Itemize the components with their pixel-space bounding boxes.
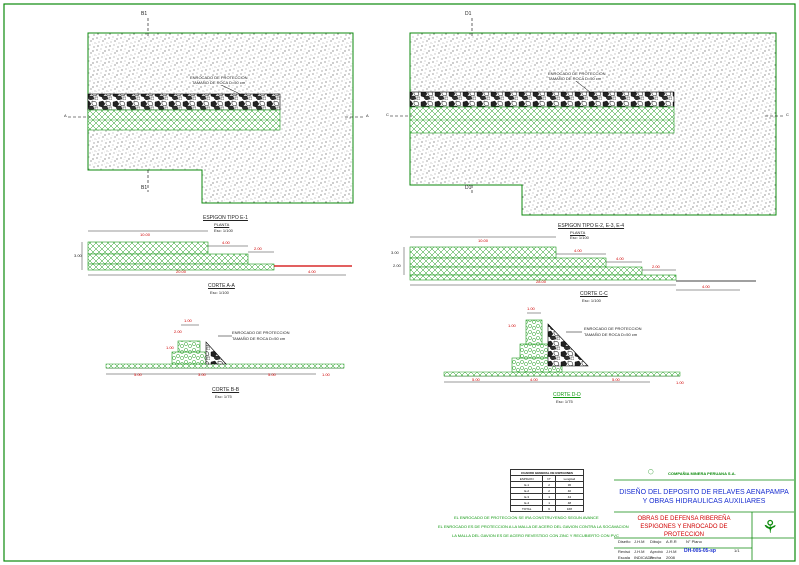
left-elevation-dim-4: 20.00	[176, 269, 187, 274]
left-section-callout-1: ENROCADO DE PROTECCION	[232, 330, 290, 335]
right-plan-callout-2: TAMAÑO DE ROCA D=50 cm	[548, 76, 602, 81]
title-value-6: 2008	[666, 555, 675, 560]
title-label-2: Dibujo	[650, 539, 662, 544]
right-elevation-height-2: 2.00	[393, 263, 401, 268]
note-2: EL ENROCADO ES DE PROTECCION A LA MALLA …	[438, 524, 629, 529]
left-elevation-dim-5: 4.00	[308, 269, 316, 274]
left-plan-rock-band	[87, 93, 281, 111]
right-elevation	[403, 236, 756, 291]
left-section-callout-2: TAMAÑO DE ROCA D=50 cm	[232, 336, 286, 341]
company-name: COMPAÑIA MINERA PERUANA S.A.	[668, 471, 736, 476]
left-section-base-dim-3: 5.00	[268, 372, 276, 377]
left-plan-mark-bottom: B1	[141, 185, 148, 191]
table-cell: 168	[554, 505, 585, 512]
left-elevation-dim-2: 4.00	[222, 240, 230, 245]
right-elevation-dim-2: 4.00	[574, 248, 582, 253]
left-plan-mark-top: B1	[141, 11, 148, 17]
right-elevation-dim-3: 4.00	[616, 256, 624, 261]
note-3: LA MALLA DEL GAVION ES DE ACERO REVESTID…	[452, 533, 619, 538]
title-value-3: J.H.M	[634, 549, 645, 554]
title-label-3: Revisó	[618, 549, 631, 554]
left-section-end-dim: 1.00	[322, 372, 330, 377]
left-section-top-dim: 1.00	[184, 318, 192, 323]
left-elevation-subtitle: PLANTA	[214, 222, 230, 227]
left-elevation-cut-scale: Esc: 1/100	[210, 290, 229, 295]
company-seal-icon: ⚘	[762, 517, 779, 537]
right-section-base-dim-2: 4.00	[530, 377, 538, 382]
right-section-cut-title: CORTE D-D	[553, 392, 581, 398]
left-elevation-cut-title: CORTE A-A	[208, 283, 235, 289]
title-block-lines	[614, 479, 794, 560]
title-label-4: Aprobó	[650, 549, 663, 554]
right-elevation-subtitle: PLANTA	[570, 230, 586, 235]
table-row: TOTAL 6 168	[509, 505, 585, 512]
project-title: DISEÑO DEL DEPOSITO DE RELAVES AENAPAMPA…	[619, 489, 789, 506]
right-elevation-cut-scale: Esc: 1/100	[582, 298, 601, 303]
left-elevation-dim-1: 10.00	[140, 232, 151, 237]
right-section-end-dim: 1.00	[676, 380, 684, 385]
right-elevation-scale: Esc: 1/100	[570, 235, 589, 240]
right-section-base-dim-1: 5.00	[472, 377, 480, 382]
right-section-side-dim: 1.00	[508, 323, 516, 328]
left-elevation-dim-3: 2.00	[254, 246, 262, 251]
right-elevation-title: ESPIGON TIPO E-2, E-3, E-4	[558, 223, 625, 229]
right-elevation-dim-6: 4.00	[702, 284, 710, 289]
left-section-cut-scale: Esc: 1/75	[215, 394, 232, 399]
right-elevation-height-1: 3.00	[391, 250, 399, 255]
note-1: EL ENROCADO DE PROTECCION SE IRA CONSTRU…	[454, 515, 599, 520]
right-plan-mark-top: D1	[465, 11, 472, 17]
title-value-1: J.H.M	[634, 539, 645, 544]
sheet-title: OBRAS DE DEFENSA RIBEREÑA ESPIGONES Y EN…	[637, 516, 731, 538]
left-section-cut-title: CORTE B-B	[212, 387, 240, 393]
title-label-1: Diseño	[618, 539, 631, 544]
right-elevation-dim-4: 2.00	[652, 264, 660, 269]
sheet-number: 1/1	[734, 548, 740, 553]
left-plan-side-mark-b: A	[366, 113, 369, 118]
left-plan-side-mark-a: A	[64, 113, 67, 118]
right-plan-side-mark-a: C	[386, 112, 389, 117]
left-section-base-dim-1: 5.00	[134, 372, 142, 377]
right-section-top-dim: 1.00	[527, 306, 535, 311]
sheet-border	[3, 3, 796, 562]
left-section-side-dim-2: 1.00	[166, 345, 174, 350]
right-section-cut-scale: Esc: 1/75	[556, 399, 573, 404]
right-elevation-cut-title: CORTE C-C	[580, 291, 608, 297]
right-section-callout-2: TAMAÑO DE ROCA D=50 cm	[584, 332, 638, 337]
table-cell: TOTAL	[509, 505, 544, 512]
left-section-side-dim-1: 2.00	[174, 329, 182, 334]
title-label-6: Fecha	[650, 555, 662, 560]
right-elevation-dim-1: 10.00	[478, 238, 489, 243]
right-plan-rock-band	[409, 91, 675, 108]
right-plan-callout-1: ENROCADO DE PROTECCION	[548, 71, 606, 76]
plan-no-label: N° Plano	[686, 539, 702, 544]
title-value-4: J.H.M	[666, 549, 677, 554]
left-plan-view	[68, 18, 365, 204]
left-plan-callout-2: TAMAÑO DE ROCA D=50 cm	[192, 80, 246, 85]
left-elevation-height: 3.00	[74, 253, 82, 258]
left-plan-callout-1: ENROCADO DE PROTECCION	[190, 75, 248, 80]
title-value-5: INDICADA	[634, 555, 654, 560]
company-logo: ◯	[648, 469, 654, 475]
right-section-base-dim-3: 5.00	[612, 377, 620, 382]
right-section-callout-1: ENROCADO DE PROTECCION	[584, 326, 642, 331]
title-label-5: Escala	[618, 555, 631, 560]
right-cross-section	[443, 312, 681, 383]
plan-number: DH-005-05-sp	[684, 548, 716, 554]
left-cross-section	[105, 324, 345, 375]
right-plan-side-mark-b: C	[786, 112, 789, 117]
left-elevation	[81, 230, 352, 276]
right-plan-mark-bottom: D1	[465, 185, 472, 191]
left-elevation-scale: Esc: 1/100	[214, 228, 233, 233]
title-value-2: A.R.R	[666, 539, 677, 544]
right-elevation-dim-5: 28.00	[536, 279, 547, 284]
left-elevation-title: ESPIGON TIPO E-1	[203, 215, 248, 221]
left-section-base-dim-2: 3.00	[198, 372, 206, 377]
table-cell: 6	[542, 505, 556, 512]
quantities-table: CUADRO GENERAL DE ESPIGONES ESPIGON N° L…	[509, 469, 585, 512]
right-plan-view	[390, 18, 785, 216]
